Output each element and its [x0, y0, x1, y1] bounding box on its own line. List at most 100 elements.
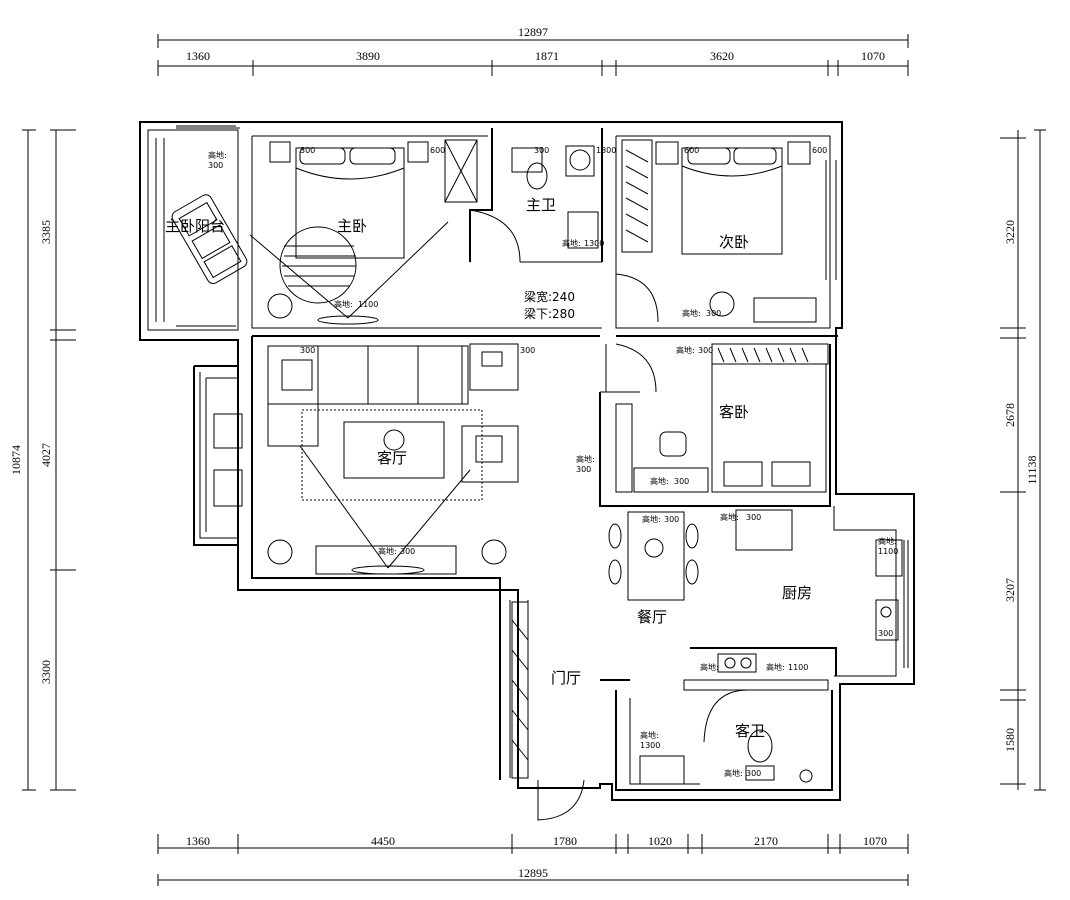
- beam-width: 梁宽:240: [524, 289, 575, 304]
- second-wardrobe: [621, 139, 653, 253]
- guest-desk: [633, 467, 709, 493]
- master-nightstand-right: [407, 141, 429, 163]
- height-label: 高地:: [878, 536, 897, 546]
- plant-1: [267, 293, 293, 319]
- label-master-bedroom: 主卧: [337, 217, 367, 235]
- height-label: 高地:: [720, 512, 739, 522]
- beam-depth: 梁下:280: [524, 306, 575, 321]
- height-label: 高地:: [378, 546, 397, 556]
- kitchen-sink: [875, 599, 899, 641]
- height-label: 高地:: [576, 454, 595, 464]
- beam-note: 梁宽:240 梁下:280: [524, 289, 575, 321]
- height-label: 高地:: [650, 476, 669, 486]
- dim-right-4: 1580: [1003, 728, 1017, 752]
- dim-bottom-4: 1020: [648, 834, 672, 848]
- guest-bath-plant: [799, 769, 813, 783]
- dim-right-2: 2678: [1003, 403, 1017, 427]
- height-label: 高地:: [642, 514, 661, 524]
- dim-right-1: 3220: [1003, 220, 1017, 244]
- bath-basin: [565, 145, 595, 177]
- guest-shelf: [615, 403, 633, 493]
- walls: [139, 121, 915, 801]
- dim-left-3: 3300: [39, 660, 53, 684]
- armchair: [461, 425, 519, 483]
- height-label: 高地:: [682, 308, 701, 318]
- cushion-2: [213, 469, 243, 507]
- dim-top-3: 1871: [535, 49, 559, 63]
- height-label: 高地:: [334, 299, 353, 309]
- master-wardrobe: [444, 139, 478, 203]
- dim-bottom-2: 4450: [371, 834, 395, 848]
- label-master-bath: 主卫: [526, 196, 556, 214]
- height-value: 300: [664, 515, 679, 524]
- height-value: 300: [674, 477, 689, 486]
- sofa-chaise: [267, 345, 319, 447]
- dim-bottom-total: 12895: [518, 866, 548, 880]
- height-value: 1300: [640, 741, 660, 750]
- label-living-room: 客厅: [377, 449, 407, 467]
- dim-top-1: 1360: [186, 49, 210, 63]
- label-guest-bath: 客卫: [735, 722, 765, 740]
- guest-wardrobe: [711, 343, 829, 365]
- kitchen-fridge: [735, 509, 793, 551]
- height-value: 300: [300, 346, 315, 355]
- label-second-bedroom: 次卧: [719, 233, 749, 251]
- height-label: 高地:: [562, 238, 581, 248]
- plant-4: [709, 291, 735, 317]
- round-rug: [279, 226, 357, 304]
- cushion-1: [213, 413, 243, 449]
- height-label: 高地:: [208, 150, 227, 160]
- guest-bath-basin: [639, 755, 685, 785]
- height-value: 300: [208, 161, 223, 170]
- side-table: [469, 343, 519, 391]
- kitchen-stove: [717, 653, 757, 673]
- guest-chair: [659, 431, 687, 457]
- shoe-cabinet: [511, 601, 529, 779]
- second-nightstand-left: [655, 141, 679, 165]
- height-value: 300: [706, 309, 721, 318]
- height-value: 1100: [788, 663, 808, 672]
- dim-right-total: 11138: [1025, 455, 1039, 484]
- label-foyer: 门厅: [551, 669, 581, 687]
- height-value: 300: [400, 547, 415, 556]
- lounge-chair: [171, 194, 248, 284]
- dim-bottom-3: 1780: [553, 834, 577, 848]
- second-desk: [753, 297, 817, 323]
- height-value: 300: [746, 769, 761, 778]
- height-label: 高地:: [676, 345, 695, 355]
- label-dining-room: 餐厅: [637, 608, 667, 626]
- dim-left-2: 4027: [39, 443, 53, 467]
- guest-bath-toilet: [747, 729, 773, 763]
- height-value: 300: [576, 465, 591, 474]
- height-value: 600: [684, 146, 699, 155]
- doors: [469, 209, 749, 821]
- height-value: 300: [746, 513, 761, 522]
- master-nightstand-left: [269, 141, 291, 163]
- label-guest-bedroom: 客卧: [719, 403, 749, 421]
- height-value: 1300: [584, 239, 604, 248]
- room-labels: 主卧阳台 主卧 主卫 次卧 客厅 客卧 餐厅 厨房 门厅 客卫: [165, 196, 812, 740]
- dim-right-3: 3207: [1003, 578, 1017, 602]
- coffee-table: [343, 421, 445, 479]
- furniture: [171, 139, 903, 785]
- height-value: 1300: [596, 146, 616, 155]
- height-value: 300: [698, 346, 713, 355]
- height-value: 300: [520, 346, 535, 355]
- dining-table: [627, 511, 685, 601]
- height-value: 300: [878, 629, 893, 638]
- dim-left-1: 3385: [39, 220, 53, 244]
- height-label: 高地:: [766, 662, 785, 672]
- height-label: 高地:: [640, 730, 659, 740]
- second-bed: [681, 147, 783, 255]
- dim-bottom-5: 2170: [754, 834, 778, 848]
- second-nightstand-right: [787, 141, 811, 165]
- bath-toilet: [526, 162, 548, 190]
- height-notes: 高地: 300 300 600 300 1300 高地: 1300 600 60…: [208, 146, 898, 778]
- plant-3: [481, 539, 507, 565]
- kitchen-counter-unit: [875, 539, 903, 577]
- plant-2: [267, 539, 293, 565]
- height-value: 600: [430, 146, 445, 155]
- height-value: 1100: [358, 300, 378, 309]
- height-label: 高地:: [724, 768, 743, 778]
